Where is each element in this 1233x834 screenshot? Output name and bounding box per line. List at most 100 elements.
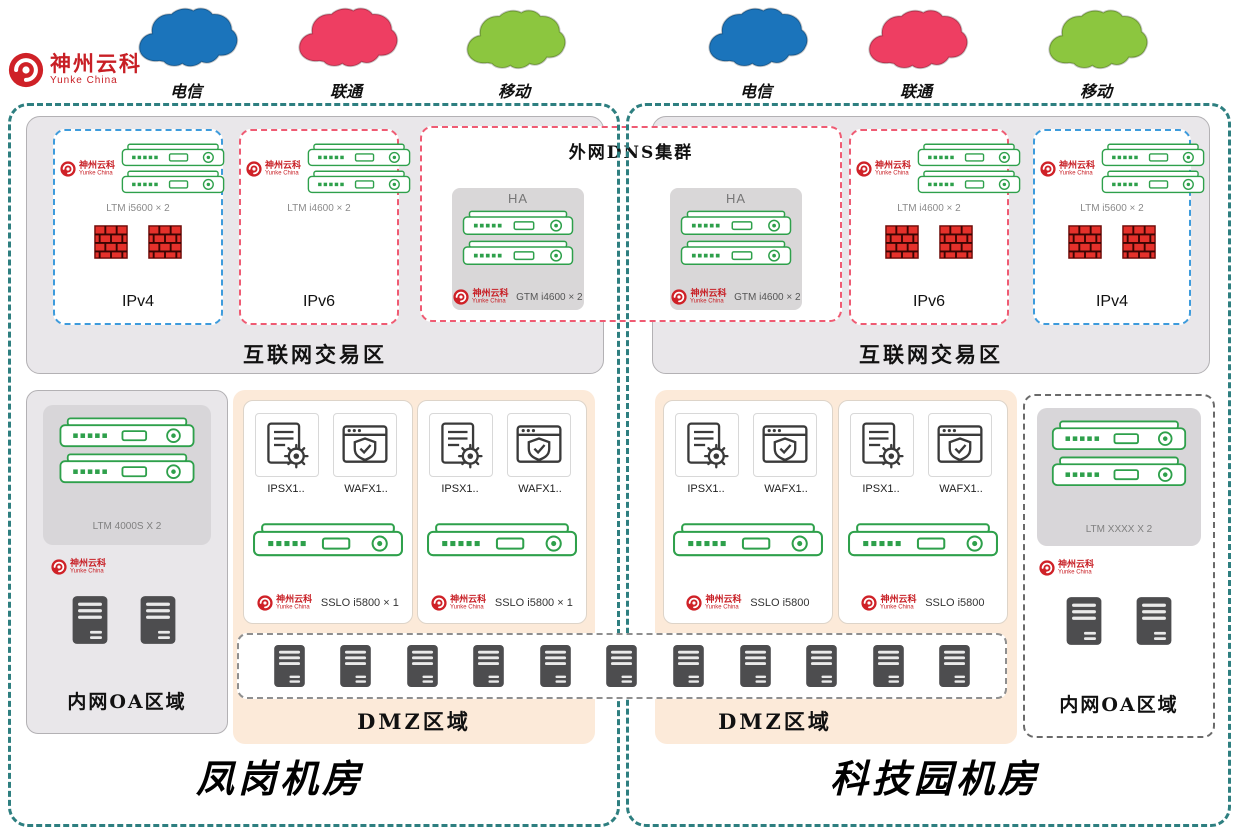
waf-label: WAFX1.. [939, 483, 983, 495]
brand-text: 神州云科 Yunke China [50, 52, 142, 87]
ip-version-label: IPv6 [302, 293, 335, 310]
dns-cluster-title: 外网DNS集群 [568, 143, 694, 163]
ips-tile [675, 413, 739, 477]
sslo-device-label: SSLO i5800 × 1 [494, 597, 573, 609]
server-icon [872, 644, 905, 688]
waf-label: WAFX1.. [764, 483, 808, 495]
dmz-server-row [237, 633, 1007, 699]
server-icon [805, 644, 838, 688]
cloud-icon [290, 6, 402, 70]
ip-version-label: IPv4 [1095, 293, 1128, 310]
sslo-device-label: SSLO i5800 [925, 597, 985, 609]
brand-subtitle: Yunke China [1059, 169, 1093, 176]
zone-label: 互联网交易区 [859, 342, 1003, 367]
ips-label: IPSX1.. [862, 483, 900, 495]
brand-title: 神州云科 [472, 288, 509, 298]
waf-tile [928, 413, 992, 477]
brand-subtitle: Yunke China [50, 75, 118, 87]
device-label: LTM i5600 × 2 [106, 203, 170, 214]
datacenter-boundary-keji [626, 103, 1231, 827]
brand-title: 神州云科 [705, 594, 742, 604]
datacenter-name-keji: 科技园机房 [829, 756, 1040, 801]
isp-label: 联通 [899, 82, 932, 101]
zone-label: 内网OA区域 [1059, 694, 1179, 716]
ha-label: HA [725, 191, 747, 206]
ltm-device-group: LTM XXXX X 2 [1037, 408, 1201, 546]
brand-title: 神州云科 [265, 159, 302, 170]
gtm-device-label: GTM i4600 × 2 [734, 291, 801, 303]
device-label: LTM 4000S X 2 [92, 521, 162, 532]
isp-label: 电信 [169, 82, 202, 101]
server-icon [938, 644, 971, 688]
sslo-device-label: SSLO i5800 [750, 597, 810, 609]
isp-cloud-mobile-right [1040, 8, 1152, 72]
brand-title: 神州云科 [450, 594, 487, 604]
server-icon [605, 644, 638, 688]
yunke-logo-icon [8, 52, 44, 88]
server-icon [273, 644, 306, 688]
brand-title: 神州云科 [880, 594, 917, 604]
cloud-icon [458, 8, 570, 72]
brand-title: 神州云科 [50, 52, 142, 76]
waf-label: WAFX1.. [518, 483, 562, 495]
ips-label: IPSX1.. [267, 483, 305, 495]
ip-version-label: IPv4 [121, 293, 154, 310]
server-icon [672, 644, 705, 688]
brand-title: 神州云科 [79, 159, 116, 170]
isp-cloud-unicom-right [860, 8, 972, 72]
brand-subtitle: Yunke China [265, 169, 299, 176]
isp-cloud-unicom-left [290, 6, 402, 70]
isp-label: 移动 [497, 82, 530, 101]
datacenter-boundary-fenggang [8, 103, 620, 827]
brand-subtitle: Yunke China [875, 169, 909, 176]
waf-tile [507, 413, 571, 477]
server-icon [339, 644, 372, 688]
brand-subtitle: Yunke China [705, 604, 740, 610]
cloud-icon [1040, 8, 1152, 72]
isp-cloud-mobile-left [458, 8, 570, 72]
isp-cloud-telecom-left [130, 6, 242, 70]
brand-subtitle: Yunke China [450, 604, 484, 610]
yunke-logo: 神州云科 Yunke China [8, 52, 142, 88]
isp-label: 移动 [1079, 82, 1112, 101]
zone-label: DMZ区域 [718, 709, 832, 734]
sslo-device-label: SSLO i5800 × 1 [320, 597, 399, 609]
brand-subtitle: Yunke China [1058, 569, 1092, 575]
device-label: LTM XXXX X 2 [1085, 524, 1153, 535]
ips-label: IPSX1.. [687, 483, 725, 495]
brand-subtitle: Yunke China [472, 298, 507, 304]
brand-title: 神州云科 [276, 594, 313, 604]
server-icon [406, 644, 439, 688]
cloud-icon [700, 6, 812, 70]
server-icon [472, 644, 505, 688]
server-icon [539, 644, 572, 688]
waf-tile [333, 413, 397, 477]
datacenter-name-fenggang: 凤岗机房 [195, 756, 364, 801]
device-label: LTM i4600 × 2 [897, 203, 961, 214]
